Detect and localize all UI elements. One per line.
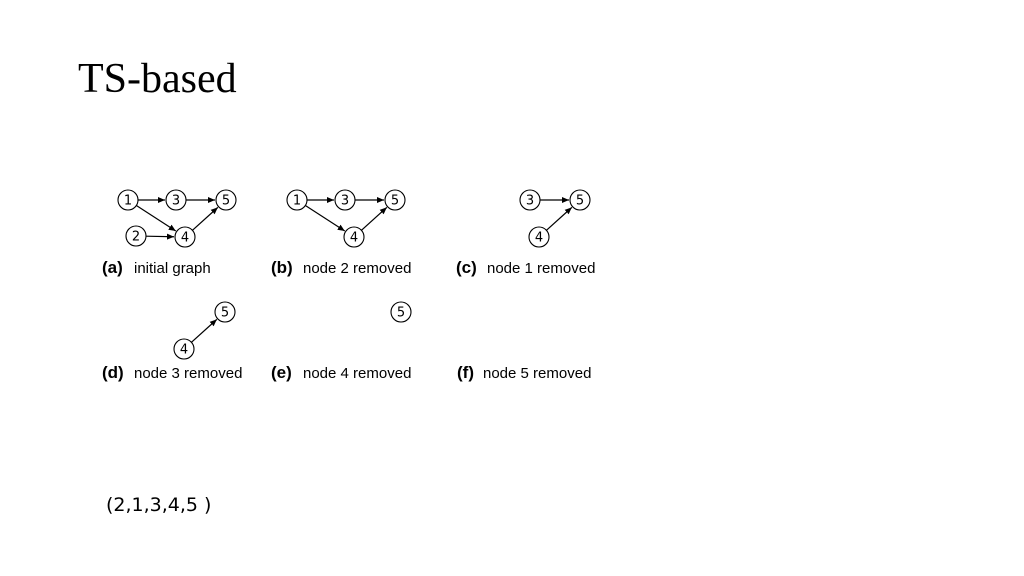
node-circle	[334, 189, 356, 211]
node-circle	[384, 189, 406, 211]
node-label: 3	[172, 194, 180, 209]
node-circle	[214, 301, 236, 323]
node-5: 5	[390, 301, 412, 323]
node-circle	[117, 189, 139, 211]
edge-4-to-5	[191, 318, 218, 343]
node-label: 5	[576, 194, 584, 209]
panel-letter: (d)	[102, 363, 124, 382]
node-label: 5	[391, 194, 399, 209]
node-circle	[125, 225, 147, 247]
slide-title: TS-based	[78, 56, 237, 102]
panel-letter: (f)	[457, 363, 474, 382]
panel-letter: (e)	[271, 363, 292, 382]
node-label: 4	[180, 343, 188, 358]
node-label: 4	[535, 231, 543, 246]
node-1: 1	[286, 189, 308, 211]
node-label: 5	[221, 306, 229, 321]
panel-letter: (a)	[102, 258, 123, 277]
node-5: 5	[214, 301, 236, 323]
node-label: 3	[526, 194, 534, 209]
panel-c: 3 4 5 (c) node 1 removed	[456, 189, 595, 277]
node-5: 5	[569, 189, 591, 211]
node-circle	[174, 226, 196, 248]
node-label: 5	[222, 194, 230, 209]
edge-1-to-4	[305, 204, 346, 232]
node-circle	[286, 189, 308, 211]
node-4: 4	[174, 226, 196, 248]
panel-caption: node 5 removed	[483, 365, 591, 382]
node-3: 3	[334, 189, 356, 211]
panel-caption: initial graph	[134, 260, 211, 277]
node-label: 5	[397, 306, 405, 321]
panel-f: (f) node 5 removed	[457, 363, 591, 382]
node-5: 5	[215, 189, 237, 211]
node-label: 4	[181, 231, 189, 246]
node-label: 1	[293, 194, 301, 209]
edge-2-to-4	[145, 233, 175, 240]
node-circle	[215, 189, 237, 211]
edge-4-to-5	[192, 206, 219, 231]
node-circle	[528, 226, 550, 248]
panel-d: 4 5 (d) node 3 removed	[102, 301, 242, 382]
edge-4-to-5	[361, 206, 388, 231]
node-circle	[165, 189, 187, 211]
edge-4-to-5	[546, 206, 573, 231]
panel-letter: (c)	[456, 258, 477, 277]
node-3: 3	[165, 189, 187, 211]
node-label: 4	[350, 231, 358, 246]
node-circle	[173, 338, 195, 360]
edge-1-to-4	[136, 204, 177, 232]
panel-caption: node 3 removed	[134, 365, 242, 382]
node-label: 1	[124, 194, 132, 209]
node-2: 2	[125, 225, 147, 247]
panel-a: 1 2 3 4 5 (a) initial graph	[102, 189, 237, 277]
node-4: 4	[343, 226, 365, 248]
node-label: 2	[132, 230, 140, 245]
panel-caption: node 1 removed	[487, 260, 595, 277]
node-circle	[569, 189, 591, 211]
node-circle	[343, 226, 365, 248]
node-5: 5	[384, 189, 406, 211]
node-1: 1	[117, 189, 139, 211]
panel-b: 1 3 4 5 (b) node 2 removed	[271, 189, 411, 277]
panel-e: 5 (e) node 4 removed	[271, 301, 412, 382]
node-4: 4	[173, 338, 195, 360]
topological-order-sequence: (2,1,3,4,5 )	[106, 494, 212, 516]
panel-letter: (b)	[271, 258, 293, 277]
panel-caption: node 2 removed	[303, 260, 411, 277]
node-4: 4	[528, 226, 550, 248]
node-3: 3	[519, 189, 541, 211]
panel-caption: node 4 removed	[303, 365, 411, 382]
node-label: 3	[341, 194, 349, 209]
node-circle	[519, 189, 541, 211]
node-circle	[390, 301, 412, 323]
